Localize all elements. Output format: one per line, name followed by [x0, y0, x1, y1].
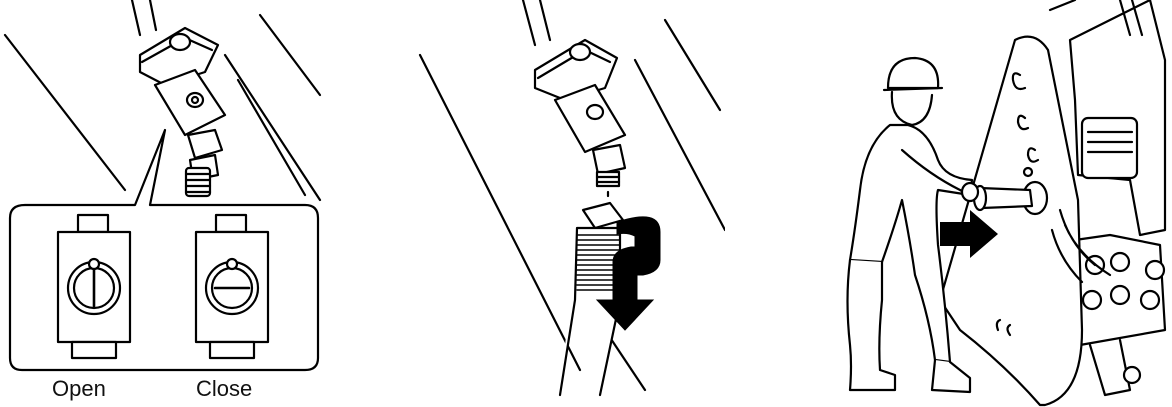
pin-insertion-illustration: [820, 0, 1172, 407]
guide-line: [260, 15, 320, 95]
hose-line: [132, 0, 140, 35]
operator-leg-right: [932, 360, 970, 392]
operator-leg-left: [848, 260, 896, 390]
open-valve-stem: [72, 342, 116, 358]
hose-disconnect-panel: [395, 0, 725, 407]
threaded-stub: [597, 172, 619, 186]
close-valve-indicator-dot: [227, 259, 237, 269]
guide-line: [665, 20, 720, 110]
open-valve-indicator-dot: [89, 259, 99, 269]
pin-insertion-panel: [820, 0, 1172, 407]
close-label: Close: [196, 376, 252, 402]
close-valve-top-cap: [216, 215, 246, 232]
guide-line: [238, 80, 305, 195]
hose-line: [540, 0, 550, 40]
attachment-plate: [940, 37, 1082, 405]
valve-detail-panel: Open Close: [0, 0, 340, 407]
guide-line: [635, 60, 725, 230]
valve-port: [587, 105, 603, 119]
hard-hat: [888, 58, 938, 88]
hose-disconnect-illustration: [395, 0, 725, 407]
guide-line: [5, 35, 125, 190]
hex-nut: [593, 145, 625, 174]
operator-hand: [962, 183, 978, 201]
valve-detail-illustration: [0, 0, 340, 407]
clamp-bolt: [170, 34, 190, 50]
callout-box: [10, 130, 318, 370]
pin-shaft: [980, 188, 1032, 208]
valve-port: [187, 93, 203, 107]
hose-line: [523, 0, 535, 45]
arm-bracket: [1082, 118, 1137, 178]
open-label: Open: [52, 376, 106, 402]
open-valve-top-cap: [78, 215, 108, 232]
operator-head: [892, 92, 932, 125]
close-valve-stem: [210, 342, 254, 358]
hose-line: [150, 0, 156, 30]
clamp-bolt: [570, 44, 590, 60]
hex-nut: [188, 130, 222, 158]
